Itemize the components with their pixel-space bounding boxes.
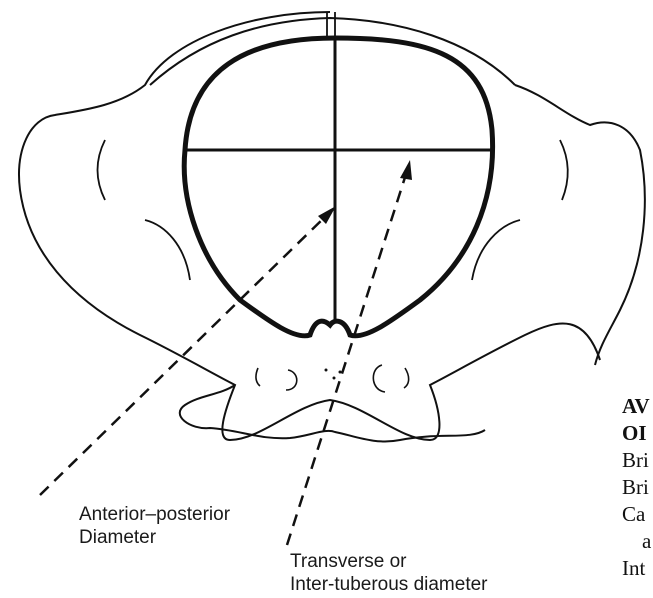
sacral-arch [150, 18, 515, 85]
side-line-4: Bri [622, 474, 651, 501]
transverse-arrowhead [400, 160, 412, 180]
ap-label-line1: Anterior–posterior [79, 503, 230, 526]
pelvic-inlet [184, 38, 492, 336]
foramen-1 [256, 368, 260, 386]
transverse-label-line2: Inter-tuberous diameter [290, 573, 488, 596]
sacral-dot-1 [325, 369, 328, 372]
transverse-diameter-label: Transverse or Inter-tuberous diameter [290, 550, 488, 596]
side-line-2: OI [622, 420, 651, 447]
ap-pointer-line [40, 212, 330, 495]
side-line-1: AV [622, 393, 651, 420]
cut-off-side-text: AV OI Bri Bri Ca a Int [622, 393, 651, 582]
foramen-3 [373, 365, 385, 392]
sacral-dot-2 [333, 377, 336, 380]
right-ilium-fold [472, 220, 520, 280]
transverse-label-line1: Transverse or [290, 550, 488, 573]
foramen-4 [404, 368, 409, 388]
side-line-5: Ca [622, 501, 651, 528]
pubic-symphysis [327, 12, 335, 38]
transverse-pointer-line [287, 168, 408, 545]
right-ilium-inner [560, 140, 568, 200]
left-ilium-inner [98, 140, 106, 200]
right-ilium [515, 85, 645, 365]
side-line-3: Bri [622, 447, 651, 474]
ap-diameter-label: Anterior–posterior Diameter [79, 503, 230, 549]
side-line-7: Int [622, 555, 651, 582]
ap-label-line2: Diameter [79, 526, 230, 549]
side-line-6: a [622, 528, 651, 555]
left-ilium-fold [145, 220, 190, 280]
foramen-2 [286, 370, 297, 390]
pelvis-outline [19, 12, 600, 440]
ap-arrowhead [318, 206, 336, 224]
